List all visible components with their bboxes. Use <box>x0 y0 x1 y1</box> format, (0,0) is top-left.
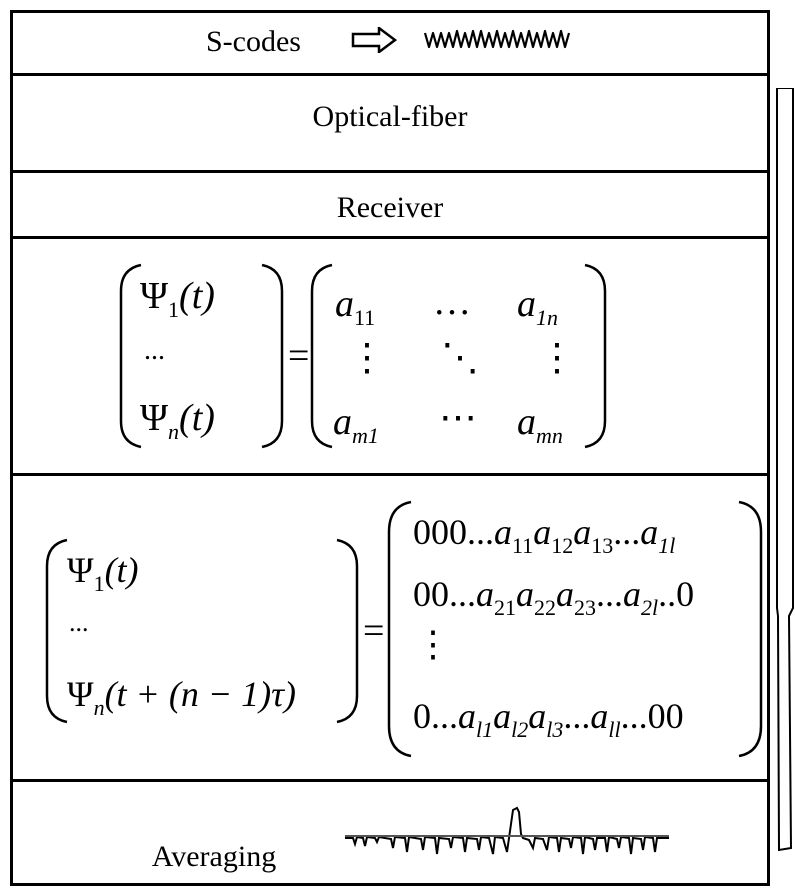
averaged-signal-icon <box>345 806 669 855</box>
eq1-r1c3: a1n <box>517 283 558 330</box>
equation1-row: Ψ1(t) ... Ψn(t) = a11 … a1n ⋮ ⋱ ⋮ am1 ⋯ … <box>13 239 767 476</box>
eq2-row4: 0...al1al2al3...all...00 <box>413 696 684 742</box>
eq1-r3c3: amn <box>517 401 563 448</box>
averaging-row: Averaging <box>13 782 767 889</box>
eq1-r1c1: a11 <box>335 283 376 330</box>
receiver-row: Receiver <box>13 173 767 239</box>
fiber-label: Optical-fiber <box>312 100 468 133</box>
eq1-lhs-bottom: Ψn(t) <box>140 397 215 444</box>
equation2-row: Ψ1(t) ... Ψn(t + (n − 1)τ) = 000...a11a1… <box>13 476 767 782</box>
eq2-lhs-bottom: Ψn(t + (n − 1)τ) <box>67 674 296 720</box>
scodes-label: S-codes <box>206 25 301 58</box>
eq2-row2: 00...a21a22a23...a2l..0 <box>413 574 695 620</box>
eq1-equals: = <box>288 335 310 377</box>
left-paren-icon <box>45 538 68 724</box>
right-paren-icon <box>584 263 607 449</box>
averaging-label: Averaging <box>151 840 277 873</box>
eq1-r3c1: am1 <box>333 401 379 448</box>
eq2-row3: ⋮ <box>415 624 451 664</box>
receiver-label: Receiver <box>336 191 444 224</box>
eq2-equals: = <box>363 610 385 652</box>
eq2-lhs-top: Ψ1(t) <box>67 550 139 596</box>
eq1-r2c2: ⋱ <box>441 337 479 379</box>
side-bracket-shape <box>776 88 794 852</box>
eq1-r2c1: ⋮ <box>348 337 386 379</box>
right-paren-icon <box>336 538 359 724</box>
left-paren-icon <box>310 263 333 449</box>
eq1-lhs-mid: ... <box>144 335 165 366</box>
waveform-icon <box>423 29 571 49</box>
scodes-row: S-codes <box>13 13 767 76</box>
fiber-row: Optical-fiber <box>13 76 767 173</box>
right-arrow-icon <box>351 27 397 53</box>
eq1-lhs-top: Ψ1(t) <box>140 275 215 322</box>
left-paren-icon <box>387 500 412 758</box>
right-paren-icon <box>261 263 284 449</box>
eq1-r3c2: ⋯ <box>439 397 477 439</box>
eq2-row1: 000...a11a12a13...a1l <box>413 512 676 558</box>
process-flow: S-codes Optical-fiber Receiver Ψ1(t) ...… <box>10 10 770 886</box>
left-paren-icon <box>119 263 142 449</box>
eq1-r1c2: … <box>433 281 471 323</box>
right-paren-icon <box>738 500 763 758</box>
eq2-lhs-mid: ... <box>69 608 89 637</box>
eq1-r2c3: ⋮ <box>538 337 576 379</box>
